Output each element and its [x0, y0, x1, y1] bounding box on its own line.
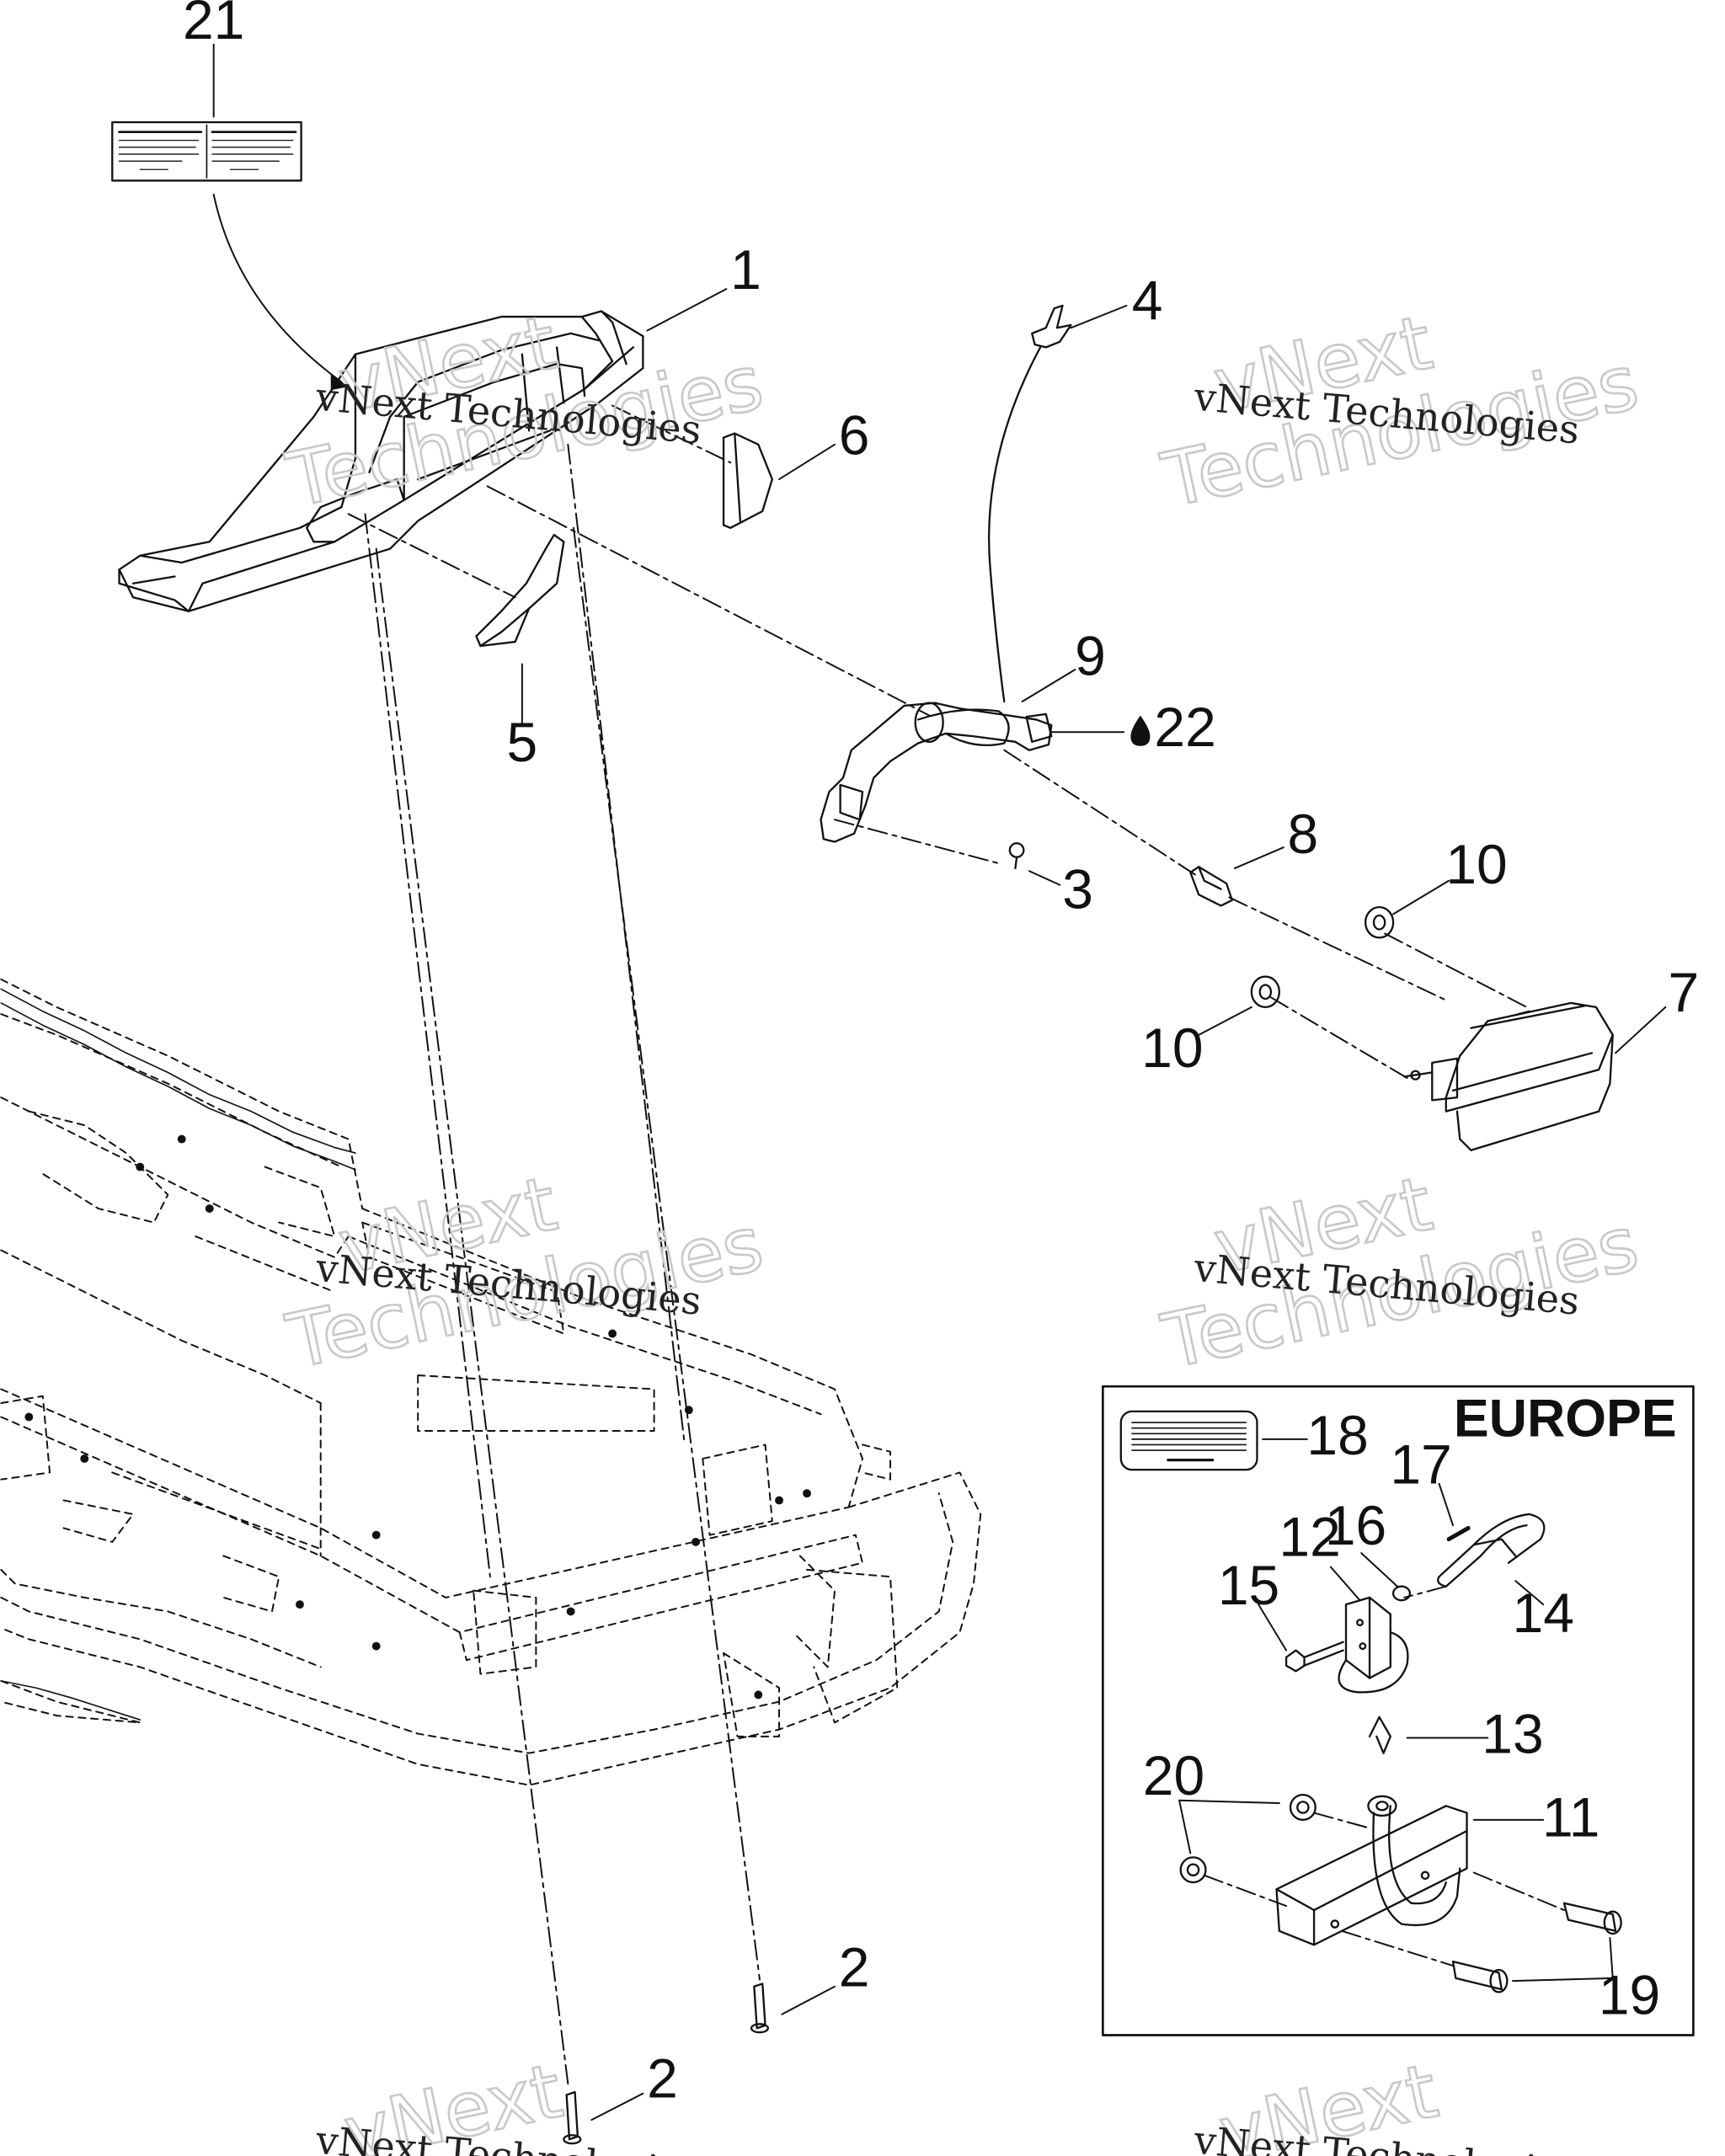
callout-3: 3: [1062, 858, 1093, 921]
callout-13: 13: [1482, 1703, 1543, 1765]
wiring-harness-9: [820, 346, 1053, 843]
callouts: 21 1 4 6 5 9 22 3 8 10 10 7 2 2 EUROPE 1…: [183, 0, 1699, 2110]
alignment-lines: [347, 404, 1530, 2085]
watermark-layer: vNext Technologies vNext Technologies vN…: [279, 298, 1647, 2156]
callout-2-right: 2: [839, 1936, 870, 1999]
callout-10-lower: 10: [1141, 1017, 1203, 1079]
callout-18: 18: [1306, 1404, 1368, 1466]
oil-drop-icon: [1130, 715, 1151, 746]
callout-21: 21: [183, 0, 244, 51]
spring-pin-13: [1368, 1716, 1391, 1754]
label-part-18: [1119, 1410, 1258, 1471]
bushing-20-lower: [1179, 1856, 1207, 1884]
bumper-part-1: [118, 310, 644, 612]
pin-part-17: [1446, 1525, 1471, 1542]
inset-alignment-lines: [1203, 1585, 1565, 1967]
connector-part-4: [1031, 304, 1072, 349]
callout-6: 6: [839, 403, 870, 466]
callout-15: 15: [1218, 1554, 1279, 1616]
screw-part-3: [1008, 842, 1025, 870]
warning-label-21: [111, 121, 302, 182]
europe-inset-box: [1102, 1385, 1695, 2036]
frame-rail-hatching: [0, 988, 356, 1721]
callout-9: 9: [1075, 625, 1106, 687]
bolt-part-19-upper: [1562, 1902, 1622, 1935]
bushing-20-upper: [1289, 1793, 1316, 1821]
callout-16: 16: [1325, 1494, 1386, 1556]
callout-1: 1: [730, 238, 761, 301]
callout-12: 12: [1279, 1505, 1340, 1567]
callout-17: 17: [1390, 1433, 1451, 1496]
hitch-part-11: [1275, 1795, 1468, 1946]
inset-title: EUROPE: [1454, 1390, 1677, 1449]
frame-rivets: [24, 1134, 811, 1700]
callout-4: 4: [1132, 269, 1163, 331]
callout-5: 5: [507, 711, 538, 773]
callout-20: 20: [1143, 1744, 1204, 1806]
chassis-frame: [0, 978, 982, 1786]
trim-piece-6: [722, 432, 773, 529]
tail-light-7: [1403, 1001, 1614, 1151]
callout-10-upper: 10: [1445, 833, 1507, 895]
callout-22: 22: [1154, 696, 1215, 758]
leader-arrowhead: [330, 374, 347, 391]
screw-part-2-right: [750, 1983, 769, 2034]
bulb-part-8: [1189, 866, 1233, 907]
screw-part-2-left: [563, 2090, 582, 2145]
grommet-10-upper: [1364, 905, 1395, 939]
leader-lines: [212, 43, 1667, 2121]
bolt-part-19-lower: [1451, 1960, 1509, 1993]
callout-14: 14: [1513, 1582, 1574, 1644]
nut-part-16: [1391, 1585, 1412, 1602]
hitch-pin-14: [1437, 1513, 1546, 1588]
callout-7: 7: [1668, 961, 1699, 1023]
callout-2-left: 2: [647, 2047, 678, 2110]
hitch-block-12: [1338, 1596, 1409, 1694]
bolt-part-15: [1284, 1641, 1344, 1673]
callout-19: 19: [1599, 1964, 1660, 2026]
trim-piece-5: [475, 533, 565, 648]
callout-11: 11: [1542, 1786, 1599, 1849]
grommet-10-lower: [1250, 975, 1280, 1009]
callout-8: 8: [1288, 803, 1319, 865]
inset-leader-lines: [1178, 1438, 1614, 1983]
